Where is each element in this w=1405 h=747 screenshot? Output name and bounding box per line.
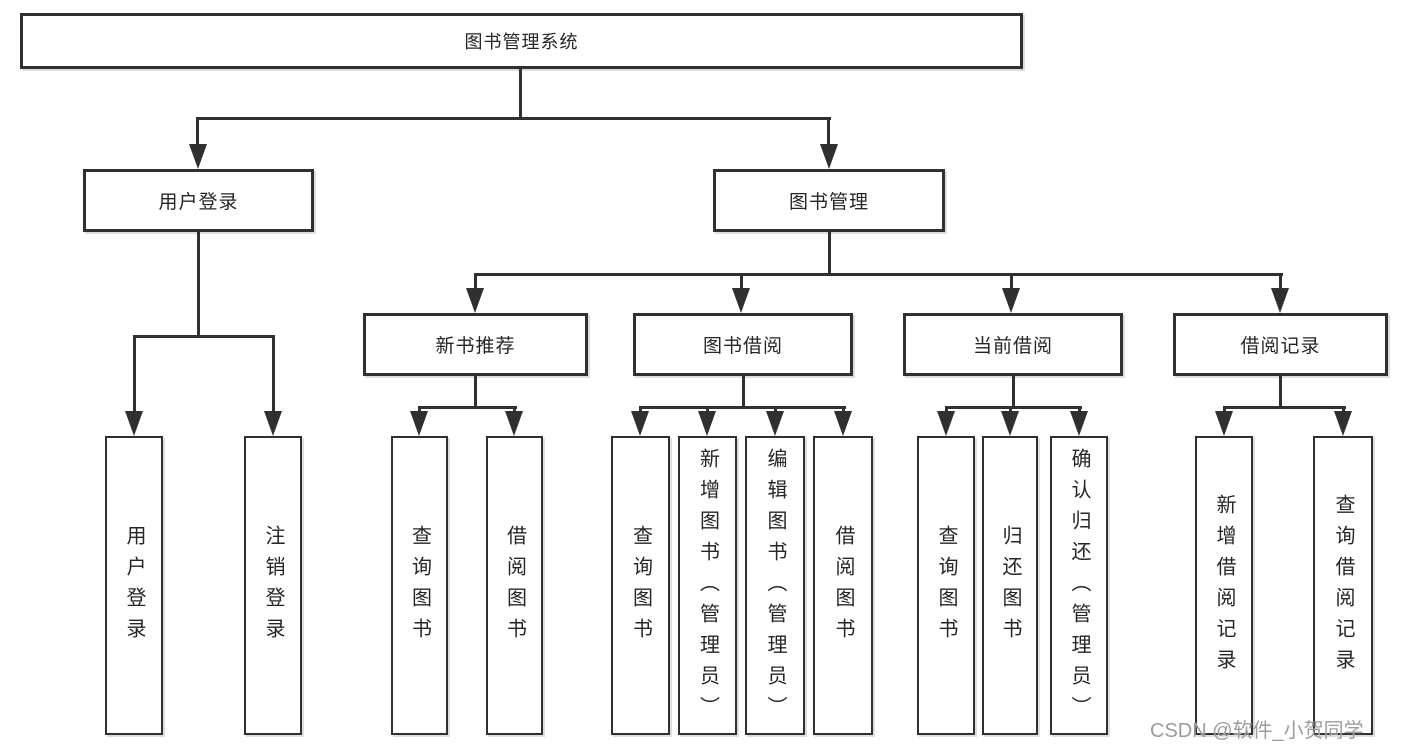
- arrowhead-down-icon: [1215, 411, 1233, 436]
- leaf-add-book-admin: 新增图书（管理员）: [678, 436, 737, 735]
- arrowhead-down-icon: [698, 411, 716, 436]
- connector-line: [842, 406, 845, 414]
- watermark: CSDN @软件_小贺同学: [1150, 720, 1364, 742]
- connector-line: [196, 117, 831, 120]
- node-borrow-records: 借阅记录: [1173, 313, 1388, 376]
- connector-line: [1342, 406, 1345, 414]
- leaf-query-books-borrow: 查询图书: [611, 436, 670, 735]
- arrowhead-down-icon: [189, 144, 207, 169]
- arrowhead-down-icon: [820, 144, 838, 169]
- connector-line: [1279, 273, 1282, 290]
- arrowhead-down-icon: [410, 411, 428, 436]
- node-root: 图书管理系统: [20, 13, 1023, 69]
- leaf-add-borrow-record: 新增借阅记录: [1195, 436, 1253, 735]
- connector-line: [133, 335, 136, 413]
- leaf-borrow-books-recommend: 借阅图书: [486, 436, 543, 735]
- connector-line: [197, 232, 200, 336]
- arrowhead-down-icon: [834, 411, 852, 436]
- arrowhead-down-icon: [631, 411, 649, 436]
- connector-line: [742, 376, 745, 409]
- arrowhead-down-icon: [1002, 288, 1020, 313]
- leaf-borrow-books: 借阅图书: [813, 436, 873, 735]
- connector-line: [474, 376, 477, 409]
- arrowhead-down-icon: [505, 411, 523, 436]
- connector-line: [418, 406, 517, 409]
- connector-line: [1279, 376, 1282, 409]
- node-user-login: 用户登录: [83, 169, 314, 232]
- connector-line: [1009, 406, 1012, 414]
- leaf-return-books: 归还图书: [982, 436, 1038, 735]
- leaf-query-books-recommend: 查询图书: [391, 436, 448, 735]
- connector-line: [828, 232, 831, 275]
- connector-line: [1010, 273, 1013, 290]
- arrowhead-down-icon: [732, 288, 750, 313]
- connector-line: [827, 117, 830, 145]
- node-book-borrow: 图书借阅: [633, 313, 853, 376]
- arrowhead-down-icon: [1070, 411, 1088, 436]
- leaf-query-books-current: 查询图书: [917, 436, 975, 735]
- arrowhead-down-icon: [264, 411, 282, 436]
- connector-line: [133, 335, 275, 338]
- arrowhead-down-icon: [466, 288, 484, 313]
- connector-line: [196, 117, 199, 145]
- connector-line: [1012, 376, 1015, 409]
- connector-line: [639, 406, 642, 414]
- leaf-edit-book-admin: 编辑图书（管理员）: [745, 436, 805, 735]
- connector-line: [945, 406, 948, 414]
- arrowhead-down-icon: [937, 411, 955, 436]
- node-current-borrow: 当前借阅: [903, 313, 1123, 376]
- arrowhead-down-icon: [1271, 288, 1289, 313]
- connector-line: [513, 406, 516, 414]
- arrowhead-down-icon: [125, 411, 143, 436]
- connector-line: [418, 406, 421, 414]
- connector-line: [1223, 406, 1346, 409]
- leaf-user-login: 用户登录: [105, 436, 163, 735]
- connector-line: [1223, 406, 1226, 414]
- leaf-logout: 注销登录: [244, 436, 302, 735]
- connector-line: [639, 406, 846, 409]
- connector-line: [519, 69, 522, 117]
- node-book-management: 图书管理: [713, 169, 945, 232]
- connector-line: [474, 273, 1283, 276]
- connector-line: [774, 406, 777, 414]
- arrowhead-down-icon: [1001, 411, 1019, 436]
- connector-line: [945, 406, 1082, 409]
- connector-line: [474, 273, 477, 290]
- connector-line: [272, 335, 275, 413]
- connector-line: [740, 273, 743, 290]
- arrowhead-down-icon: [1334, 411, 1352, 436]
- connector-line: [706, 406, 709, 414]
- connector-line: [1078, 406, 1081, 414]
- leaf-confirm-return-admin: 确认归还（管理员）: [1050, 436, 1108, 735]
- arrowhead-down-icon: [766, 411, 784, 436]
- leaf-query-borrow-record: 查询借阅记录: [1313, 436, 1373, 735]
- node-new-book-recommend: 新书推荐: [363, 313, 588, 376]
